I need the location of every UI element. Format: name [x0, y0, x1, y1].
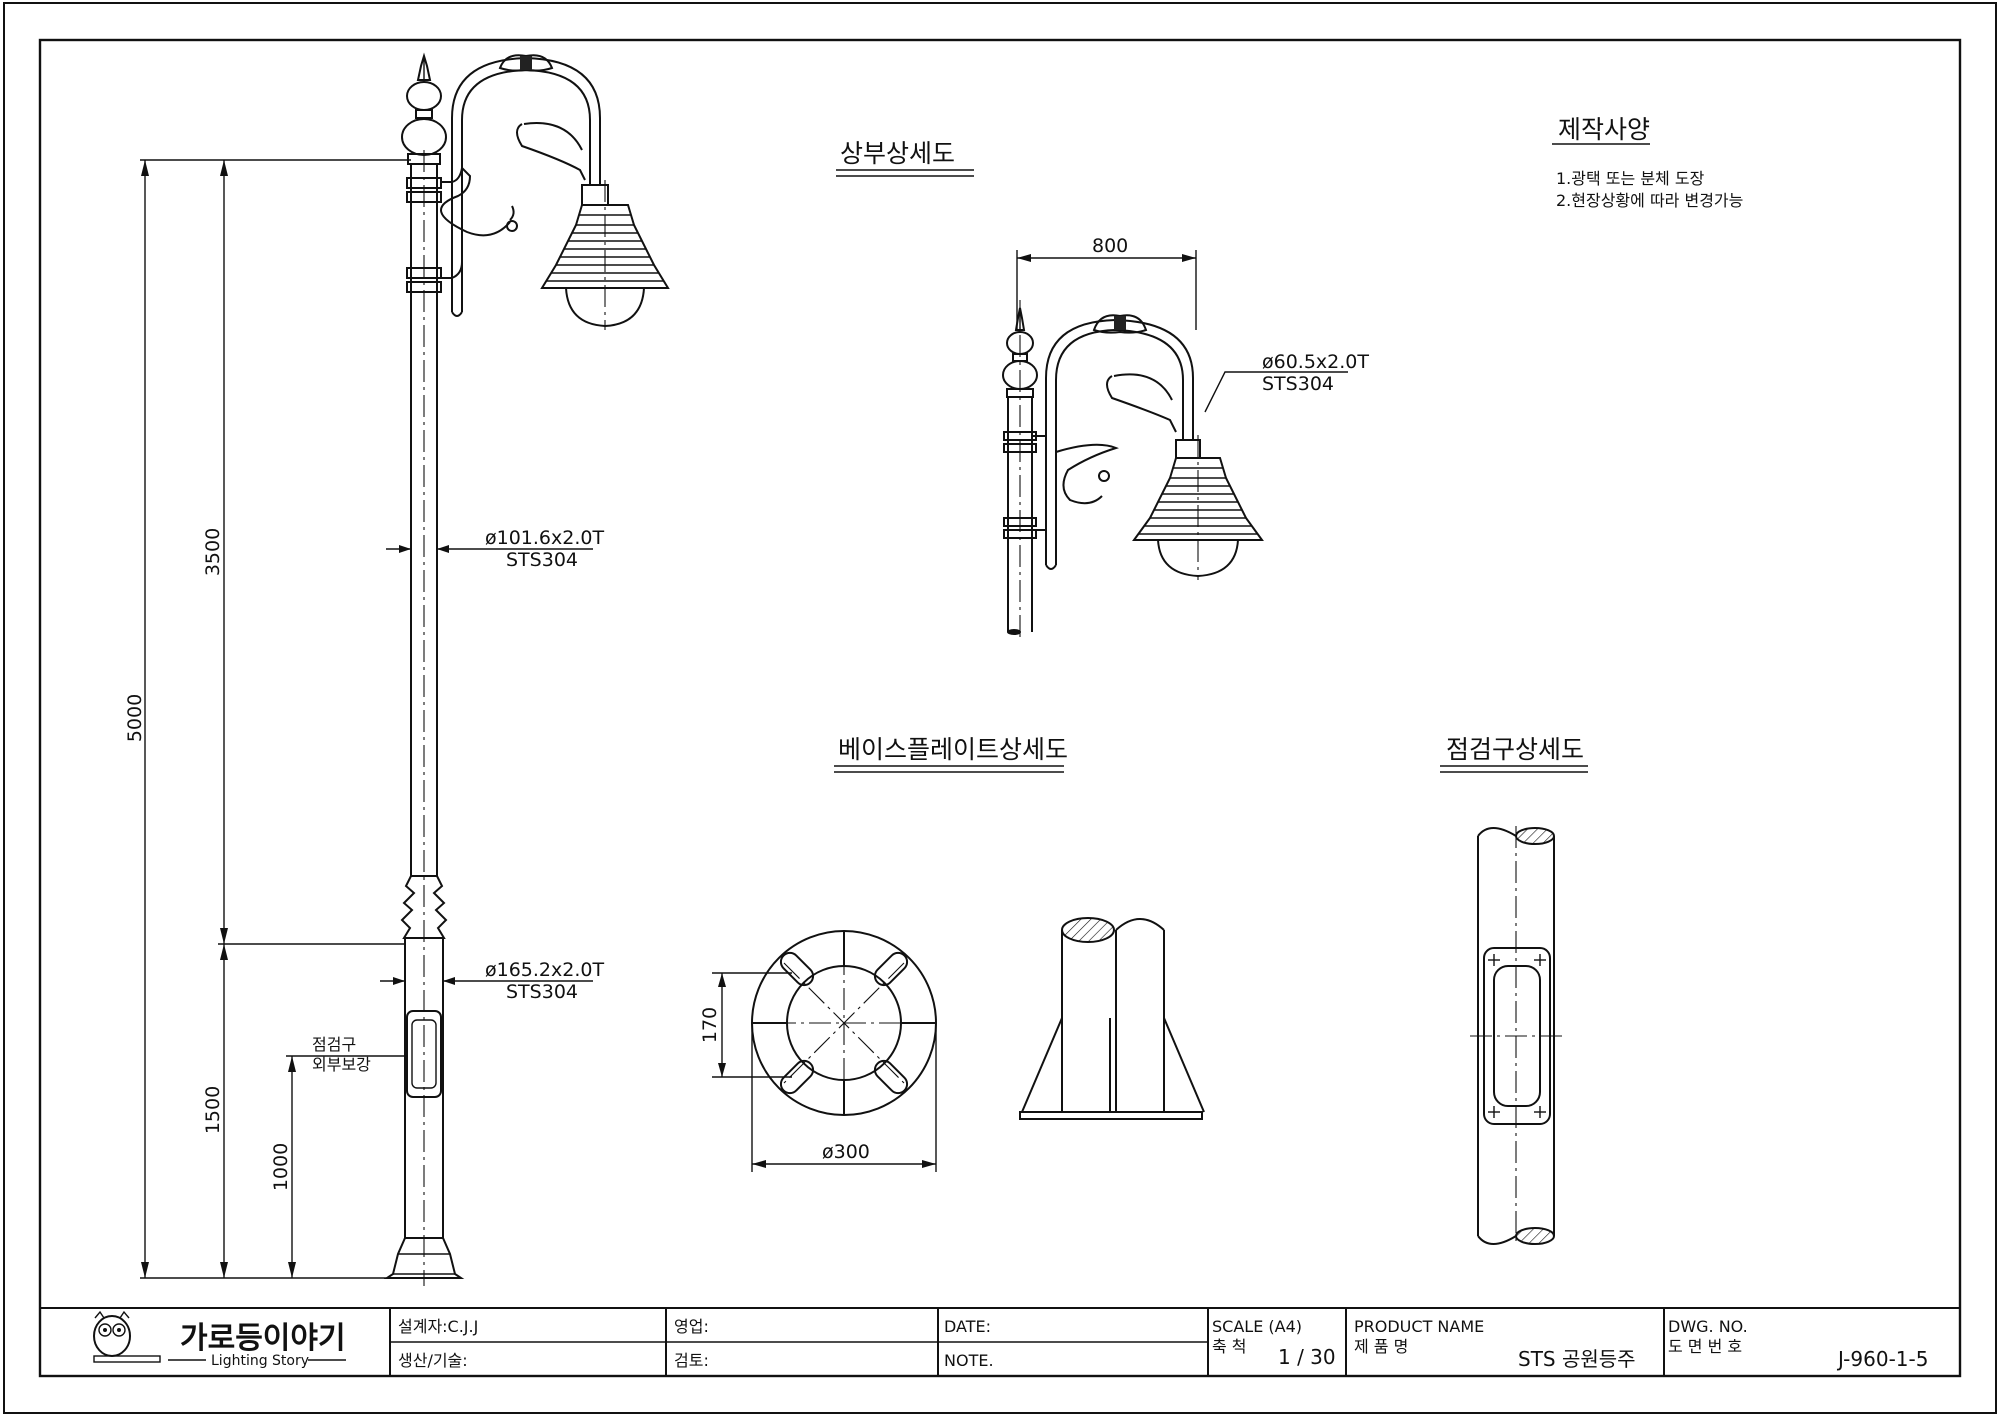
door-screws — [1488, 954, 1546, 1118]
dim-upper-height: 3500 — [202, 528, 224, 576]
dwg-no-value: J-960-1-5 — [1836, 1347, 1928, 1371]
logo-name: 가로등이야기 — [180, 1321, 346, 1356]
door-note-1: 점검구 — [312, 1035, 356, 1054]
lower-pipe-material: STS304 — [506, 981, 578, 1003]
arm-width-dim: 800 — [1092, 235, 1128, 257]
scale-label: SCALE (A4) — [1212, 1317, 1302, 1336]
door-detail-title: 점검구상세도 — [1446, 735, 1584, 764]
sales-field: 영업: — [674, 1317, 709, 1336]
main-dimensions: 5000 3500 1500 1000 ø101.6x2.0T STS304 ø… — [124, 159, 604, 1279]
title-block: 가로등이야기 Lighting Story 설계자:C.J.J 생산/기술: 영… — [40, 1307, 1960, 1376]
plate-dia-dim: ø300 — [822, 1141, 870, 1163]
base-plate-detail: 베이스플레이트상세도 170 ø300 — [699, 735, 1205, 1172]
main-pole-elevation — [383, 52, 670, 1286]
note-field: NOTE. — [944, 1351, 994, 1370]
designer-field: 설계자:C.J.J — [398, 1317, 478, 1336]
top-detail-title: 상부상세도 — [840, 139, 955, 168]
scale-value: 1 / 30 — [1278, 1345, 1336, 1369]
date-field: DATE: — [944, 1317, 991, 1336]
dwg-no-label: DWG. NO. — [1668, 1317, 1748, 1336]
scale-label-kr: 축 척 — [1212, 1337, 1247, 1356]
arm-pipe-dia: ø60.5x2.0T — [1262, 351, 1369, 373]
bolt-spacing-dim: 170 — [699, 1007, 721, 1043]
spec-line-2: 2.현장상황에 따라 변경가능 — [1556, 191, 1743, 210]
production-field: 생산/기술: — [398, 1351, 468, 1370]
base-detail-title: 베이스플레이트상세도 — [838, 735, 1068, 764]
inner-border — [38, 38, 1962, 1378]
outer-border — [3, 2, 1997, 1414]
arm-pipe-material: STS304 — [1262, 373, 1334, 395]
arm-ornament — [498, 54, 554, 72]
review-field: 검토: — [674, 1351, 709, 1370]
product-label: PRODUCT NAME — [1354, 1317, 1484, 1336]
dim-total-height: 5000 — [124, 694, 146, 742]
lower-pipe-dia: ø165.2x2.0T — [485, 959, 604, 981]
upper-pipe-dia: ø101.6x2.0T — [485, 527, 604, 549]
upper-pipe-material: STS304 — [506, 549, 578, 571]
spec-title: 제작사양 — [1558, 115, 1650, 144]
dwg-no-label-kr: 도 면 번 호 — [1668, 1337, 1742, 1356]
dim-door-height: 1000 — [270, 1143, 292, 1191]
spec-line-1: 1.광택 또는 분체 도장 — [1556, 169, 1705, 188]
spec-notes: 제작사양 1.광택 또는 분체 도장 2.현장상황에 따라 변경가능 — [1552, 115, 1743, 210]
access-door-detail: 점검구상세도 — [1440, 735, 1588, 1246]
product-label-kr: 제 품 명 — [1354, 1337, 1408, 1356]
door-note-2: 외부보강 — [312, 1055, 371, 1074]
dim-lower-height: 1500 — [202, 1086, 224, 1134]
product-name-value: STS 공원등주 — [1518, 1347, 1636, 1371]
owl-logo-icon — [93, 1310, 161, 1363]
top-detail-view: 상부상세도 800 — [836, 139, 1369, 640]
logo-subtitle: Lighting Story — [211, 1353, 309, 1369]
